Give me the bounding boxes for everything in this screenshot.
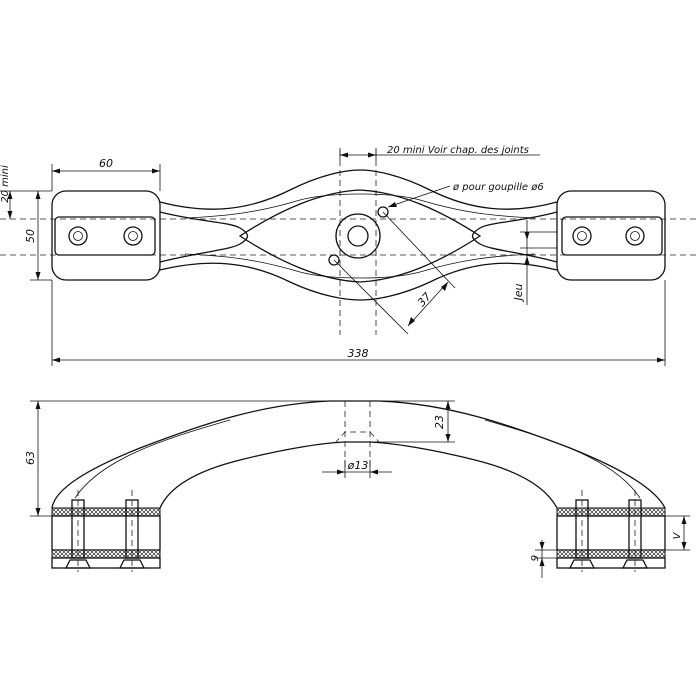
left-bolt-hole-2 bbox=[123, 226, 143, 246]
left-pad-inner bbox=[54, 216, 156, 256]
left-bolt-hole-2-inner bbox=[128, 231, 138, 241]
dim-v-arrow-top bbox=[681, 516, 687, 524]
dim-joints-arrow-left bbox=[340, 152, 348, 158]
dim-9-arrow-top bbox=[539, 542, 545, 550]
lens-ridge-upper bbox=[184, 193, 536, 219]
right-base-mid bbox=[556, 515, 666, 551]
dim-d13-label: ø13 bbox=[347, 459, 369, 472]
arch-inner bbox=[159, 441, 558, 509]
dim-338-arrow-left bbox=[52, 357, 60, 363]
dim-63-arrow-bottom bbox=[35, 508, 41, 516]
dim-63-label: 63 bbox=[24, 451, 37, 465]
dim-9-label: 9 bbox=[530, 555, 541, 561]
handle-outline-inner bbox=[159, 211, 558, 263]
right-base-gasket bbox=[556, 549, 666, 559]
arch-outer bbox=[51, 400, 666, 509]
right-bolt-hole-2-inner bbox=[630, 231, 640, 241]
left-base-mid bbox=[51, 515, 161, 551]
right-pad-outer bbox=[556, 190, 666, 281]
dim-20-arrow-bottom bbox=[7, 211, 13, 219]
dim-23-arrow-bottom bbox=[445, 434, 451, 442]
dowel-hole-upper bbox=[377, 206, 389, 218]
dim-60-arrow-right bbox=[152, 168, 160, 174]
dim-23-arrow-top bbox=[445, 401, 451, 409]
left-pad-outer bbox=[51, 190, 161, 281]
center-boss-hole bbox=[347, 225, 369, 247]
left-base-top-plate bbox=[51, 507, 161, 517]
dim-37-arrow-lower bbox=[408, 317, 415, 326]
dim-23-label: 23 bbox=[433, 415, 446, 429]
dim-50-arrow-bottom bbox=[35, 272, 41, 280]
dim-jeu-label: Jeu bbox=[512, 283, 525, 302]
dim-jeu-arrow-bottom bbox=[524, 256, 530, 264]
dim-60-arrow-left bbox=[52, 168, 60, 174]
goupille-note: ø pour goupille ø6 bbox=[452, 182, 544, 193]
top-view: 60 20 mini 50 20 mini Voir chap. des joi… bbox=[0, 145, 700, 366]
right-base-top-plate bbox=[556, 507, 666, 517]
arch-flange-right bbox=[484, 419, 641, 499]
right-nut-1 bbox=[568, 559, 596, 569]
dim-37-line bbox=[407, 281, 449, 327]
left-base-bottom bbox=[51, 557, 161, 569]
dim-v-arrow-bottom bbox=[681, 542, 687, 550]
center-boss-outer bbox=[335, 213, 381, 259]
left-bolt-hole-1-inner bbox=[73, 231, 83, 241]
left-base-gasket bbox=[51, 549, 161, 559]
dim-jeu-arrow-top bbox=[524, 232, 530, 240]
dim-50-arrow-top bbox=[35, 191, 41, 199]
dim-joints-arrow-right bbox=[368, 152, 376, 158]
dowel-hole-lower bbox=[328, 254, 340, 266]
dim-20-mini-label: 20 mini bbox=[0, 165, 11, 203]
dim-37-arrow-upper bbox=[441, 282, 448, 291]
lens-ridge-lower bbox=[184, 253, 536, 279]
center-lens bbox=[238, 189, 482, 283]
left-bolt-hole-1 bbox=[68, 226, 88, 246]
dim-60-label: 60 bbox=[99, 157, 113, 170]
right-bolt-hole-1 bbox=[572, 226, 592, 246]
left-nut-2 bbox=[118, 559, 146, 569]
side-view: 63 23 ø13 V 9 bbox=[24, 400, 690, 578]
right-bolt-hole-2 bbox=[625, 226, 645, 246]
dim-37-label: 37 bbox=[415, 290, 434, 309]
dim-37-ext-lower bbox=[333, 259, 409, 335]
right-nut-2 bbox=[621, 559, 649, 569]
dim-v-label: V bbox=[672, 531, 683, 539]
left-nut-1 bbox=[64, 559, 92, 569]
dim-d13-arrow-right bbox=[370, 469, 378, 475]
dim-338-label: 338 bbox=[348, 347, 369, 360]
dim-338-arrow-right bbox=[657, 357, 665, 363]
dim-37-ext-upper bbox=[382, 211, 456, 289]
arch-flange-left bbox=[74, 419, 231, 499]
right-bolt-hole-1-inner bbox=[577, 231, 587, 241]
goupille-leader bbox=[387, 185, 451, 208]
dim-d13-arrow-left bbox=[337, 469, 345, 475]
dim-50-label: 50 bbox=[24, 229, 37, 243]
dim-joints-label: 20 mini Voir chap. des joints bbox=[387, 145, 529, 156]
handle-outline-outer bbox=[159, 169, 558, 301]
dim-63-arrow-top bbox=[35, 401, 41, 409]
right-base-bottom bbox=[556, 557, 666, 569]
goupille-leader-arrow bbox=[388, 202, 397, 207]
dim-20-arrow-top bbox=[7, 191, 13, 199]
right-pad-inner bbox=[561, 216, 663, 256]
dim-9-arrow-bottom bbox=[539, 558, 545, 566]
